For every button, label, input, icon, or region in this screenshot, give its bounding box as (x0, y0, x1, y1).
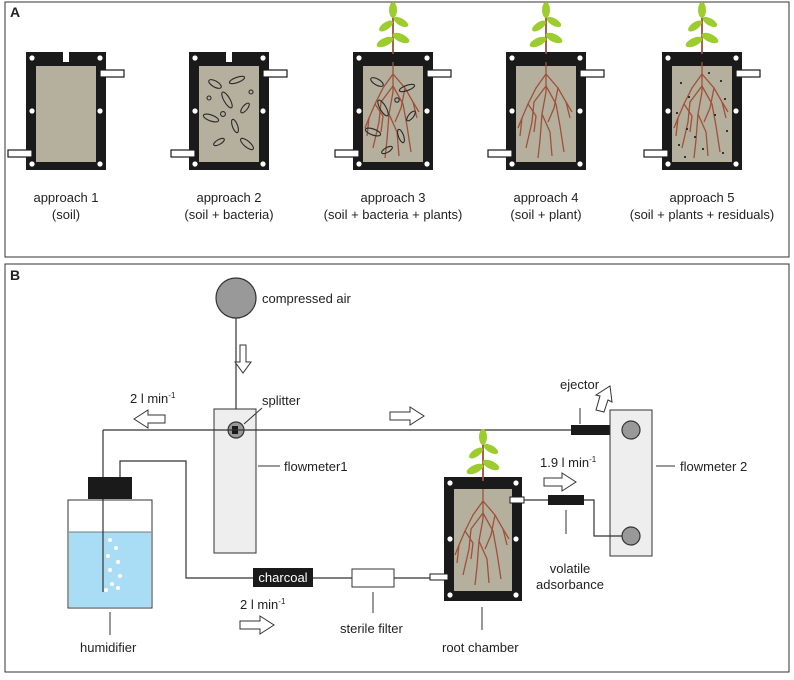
flow-top-label: 2 l min-1 (130, 391, 176, 406)
charcoal (253, 568, 313, 587)
approach-2-detail: (soil + bacteria) (184, 207, 273, 222)
flowmeter1-label: flowmeter1 (284, 459, 348, 474)
compressed-air-source (215, 277, 257, 319)
ejector (571, 425, 613, 435)
flow-left-arrow (133, 409, 166, 429)
approach-1-name: approach 1 (33, 190, 98, 205)
flowmeter2-label: flowmeter 2 (680, 459, 747, 474)
approach-5-name: approach 5 (669, 190, 734, 205)
volatile-label-2: adsorbance (536, 577, 604, 592)
sterile-filter (351, 568, 395, 588)
charcoal-label: charcoal (258, 570, 307, 585)
panel-b-letter: B (10, 267, 20, 283)
root-chamber-label: root chamber (442, 640, 519, 655)
splitter-label: splitter (262, 393, 301, 408)
approach-1-detail: (soil) (52, 207, 80, 222)
flow-right-arrow-side (543, 472, 577, 492)
flow-bottom-label: 2 l min-1 (240, 597, 286, 612)
chamber-approach-4 (487, 1, 605, 171)
ejector-label: ejector (560, 377, 600, 392)
sterile-filter-label: sterile filter (340, 621, 404, 636)
air-down-arrow (234, 344, 252, 374)
flow-right-arrow-bottom (239, 615, 275, 635)
panel-a-letter: A (10, 4, 20, 20)
approach-4-name: approach 4 (513, 190, 578, 205)
volatile-label-1: volatile (550, 561, 590, 576)
chamber-approach-3 (334, 1, 452, 171)
approach-4-detail: (soil + plant) (510, 207, 581, 222)
flow-right-label: 1.9 l min-1 (540, 455, 597, 470)
humidifier-cap (88, 477, 132, 499)
volatile-adsorbance-trap (548, 495, 584, 505)
root-chamber (429, 428, 525, 601)
humidifier-label: humidifier (80, 640, 137, 655)
approach-3-detail: (soil + bacteria + plants) (324, 207, 463, 222)
panel-b-frame (4, 263, 790, 673)
approach-3-name: approach 3 (360, 190, 425, 205)
chamber-approach-1 (7, 51, 125, 171)
panel-a-frame (4, 1, 790, 258)
approach-5-detail: (soil + plants + residuals) (630, 207, 775, 222)
chamber-approach-2 (170, 51, 288, 171)
flow-right-arrow-top (389, 406, 425, 426)
chamber-approach-5 (643, 1, 761, 171)
compressed-air-label: compressed air (262, 291, 352, 306)
ejector-exhaust-arrow (594, 385, 613, 413)
approach-2-name: approach 2 (196, 190, 261, 205)
